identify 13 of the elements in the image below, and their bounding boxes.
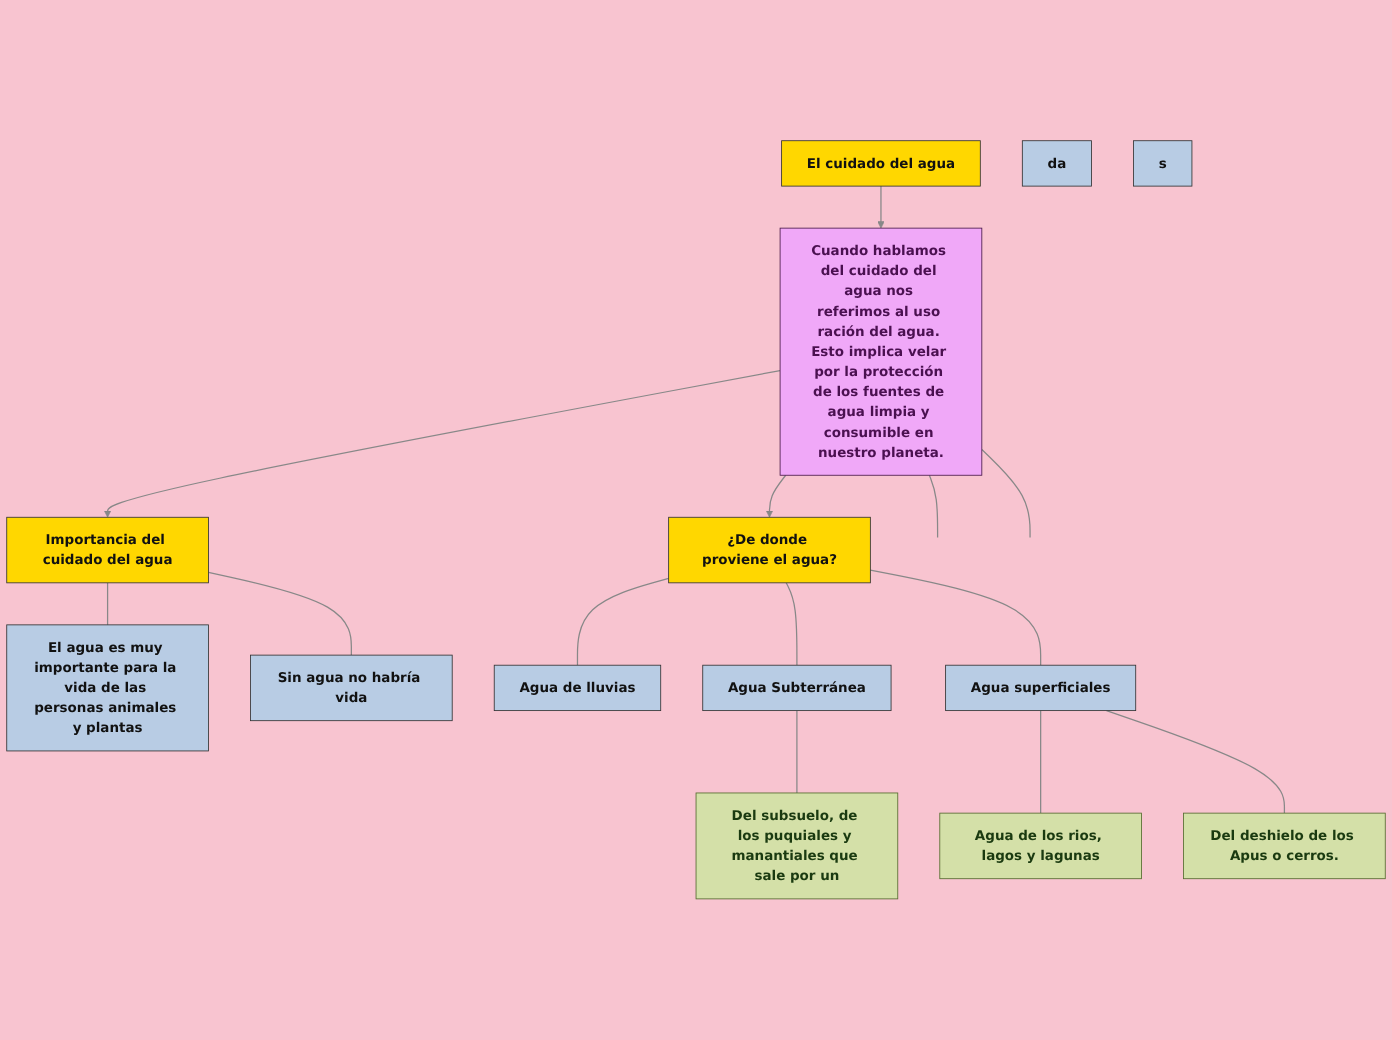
connector	[928, 474, 939, 539]
connector	[796, 710, 798, 794]
connector	[1040, 710, 1042, 814]
connector	[207, 571, 352, 656]
connector	[576, 577, 670, 666]
connector	[1105, 710, 1286, 814]
connector	[785, 582, 798, 666]
arrow	[103, 370, 781, 518]
arrow	[765, 474, 787, 518]
arrow	[877, 185, 885, 229]
connector	[869, 569, 1042, 666]
connector	[106, 582, 109, 626]
connector	[981, 449, 1031, 539]
